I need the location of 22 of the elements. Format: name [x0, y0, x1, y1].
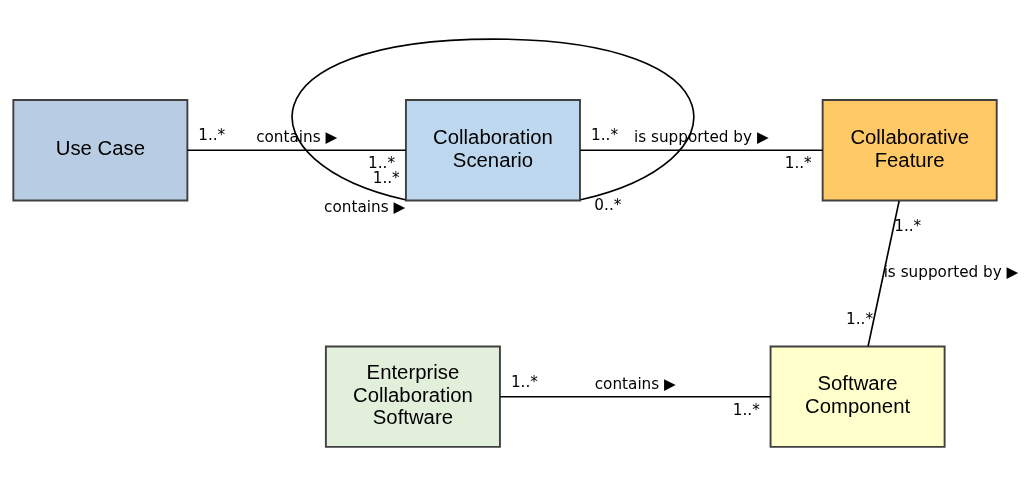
node-box: Collaboration Scenario	[404, 99, 581, 202]
connector	[186, 149, 407, 152]
connector	[867, 200, 900, 347]
connector	[499, 395, 772, 398]
edge-label: contains ▶	[594, 374, 676, 393]
connector	[579, 149, 824, 152]
node-box: Collaborative Feature	[821, 99, 998, 202]
label: 1..*	[732, 400, 760, 419]
edge-label: is supported by ▶	[883, 263, 1019, 282]
label: 1..*	[894, 217, 922, 236]
node-box: Enterprise Collaboration Software	[324, 345, 501, 448]
label: 1..*	[784, 154, 812, 173]
node-box: Software Component	[769, 345, 946, 448]
label: 1..*	[510, 372, 538, 391]
node-box: Use Case	[12, 99, 189, 202]
label: 1..*	[591, 126, 619, 145]
label: 0..*	[594, 195, 622, 214]
label: 1..*	[372, 169, 400, 188]
edge-label: contains ▶	[324, 198, 406, 216]
label: 1..*	[846, 309, 874, 328]
label: 1..*	[198, 126, 226, 145]
connector	[291, 38, 695, 201]
